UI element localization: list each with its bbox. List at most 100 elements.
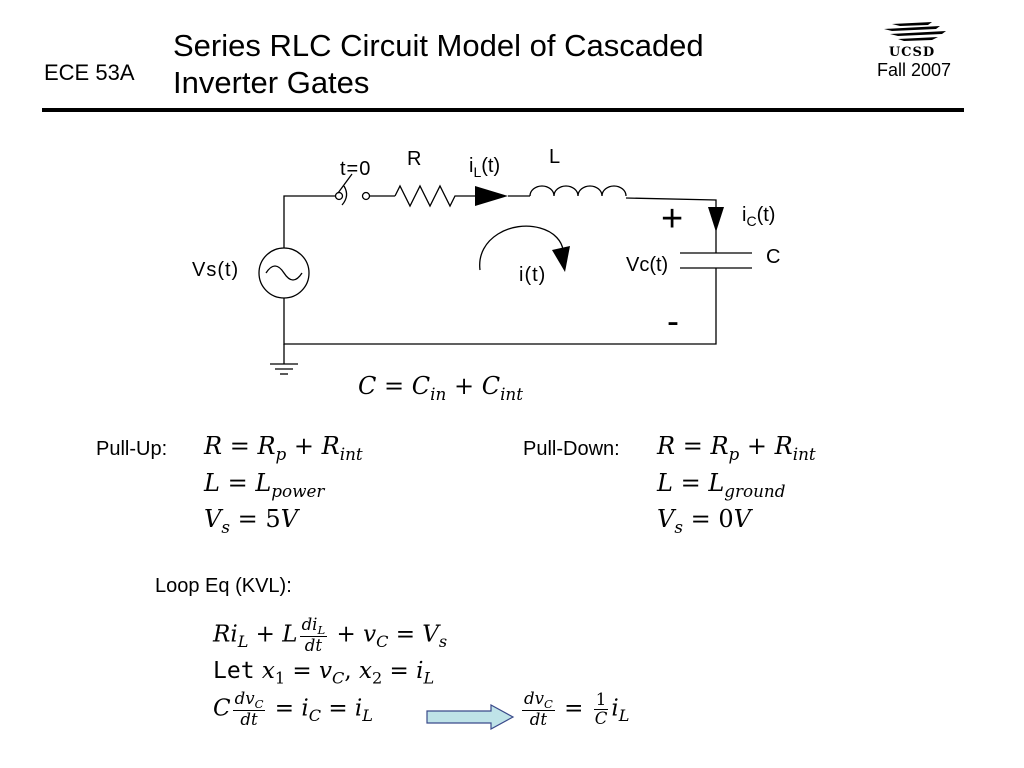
wire-left-bottom bbox=[283, 268, 717, 345]
loop-current-arc bbox=[479, 225, 564, 271]
eq-symbol: C bbox=[481, 372, 501, 400]
eq-subscript: 1 bbox=[274, 668, 286, 688]
eq-subscript: C bbox=[543, 697, 553, 712]
eq-symbol: x bbox=[358, 658, 372, 684]
eq-subscript: C bbox=[332, 668, 345, 688]
eq-subscript: L bbox=[237, 631, 249, 651]
pullup-l-equation: L = Lpower bbox=[204, 469, 325, 501]
switch-contact-left bbox=[334, 191, 344, 201]
voltage-source-symbol bbox=[258, 247, 310, 299]
inductor-current-sub: L bbox=[473, 163, 482, 180]
eq-subscript: int bbox=[339, 443, 363, 464]
eq-symbol: v bbox=[319, 658, 332, 684]
eq-symbol: i bbox=[301, 695, 309, 722]
eq-subscript: s bbox=[674, 516, 683, 537]
term-label: Fall 2007 bbox=[877, 60, 952, 80]
cap-current-arrow bbox=[708, 207, 724, 232]
eq-symbol: R bbox=[213, 621, 231, 648]
wire-inductor-cap bbox=[625, 197, 717, 253]
cap-voltage-label: Vc(t) bbox=[626, 254, 669, 276]
eq-subscript: L bbox=[618, 705, 630, 725]
frac-numerator: dv bbox=[524, 689, 544, 708]
eq-subscript: L bbox=[423, 668, 435, 688]
eq-subscript: in bbox=[430, 383, 447, 404]
frac-denominator: dt bbox=[529, 710, 548, 730]
eq-subscript: L bbox=[317, 623, 326, 638]
pulldown-l-equation: L = Lground bbox=[657, 469, 786, 501]
eq-symbol: i bbox=[230, 621, 238, 648]
eq-subscript: C bbox=[308, 705, 322, 725]
cap-current-sub: C bbox=[746, 212, 757, 229]
frac-denominator: C bbox=[594, 708, 608, 728]
capacitance-equation: C = Cin + Cint bbox=[358, 372, 523, 404]
eq-symbol: C bbox=[358, 372, 377, 400]
eq-subscript: p bbox=[728, 443, 740, 464]
implies-arrow bbox=[426, 704, 515, 730]
eq-number: 0 bbox=[718, 505, 734, 533]
pulldown-label: Pull-Down: bbox=[523, 438, 620, 460]
ucsd-logo-text: UCSD bbox=[889, 45, 935, 60]
pullup-vs-equation: Vs = 5V bbox=[204, 505, 298, 537]
switch-blade bbox=[337, 173, 353, 194]
eq-symbol: V bbox=[204, 505, 222, 533]
plus-sign: + bbox=[661, 198, 684, 240]
eq-subscript: int bbox=[792, 443, 816, 464]
course-code: ECE 53A bbox=[44, 60, 135, 85]
pullup-label: Pull-Up: bbox=[96, 438, 168, 460]
slide-title: Series RLC Circuit Model of Cascaded Inv… bbox=[173, 27, 813, 101]
eq-symbol: i bbox=[354, 695, 363, 722]
loop-current-arrowhead bbox=[552, 246, 570, 272]
eq-symbol: V bbox=[422, 621, 439, 648]
inductor-current-i: i bbox=[469, 155, 474, 177]
switch-contact-right bbox=[361, 191, 371, 201]
eq-symbol: L bbox=[282, 621, 298, 648]
inductor-label: L bbox=[549, 146, 561, 168]
frac-numerator: di bbox=[301, 615, 318, 634]
frac-denominator: dt bbox=[240, 710, 258, 730]
implies-arrow-shape bbox=[426, 704, 515, 730]
eq-symbol: L bbox=[708, 469, 725, 497]
inductor-current-arg: (t) bbox=[481, 155, 501, 177]
inductor-current-arrow bbox=[475, 186, 508, 206]
inductor-symbol bbox=[529, 185, 627, 197]
resistor-label: R bbox=[407, 148, 422, 170]
source-label: Vs(t) bbox=[192, 259, 240, 281]
eq-symbol: R bbox=[204, 432, 223, 460]
eq-subscript: L bbox=[362, 705, 373, 725]
eq-symbol: R bbox=[321, 432, 340, 460]
eq-symbol: L bbox=[255, 469, 272, 497]
pulldown-vs-equation: Vs = 0V bbox=[657, 505, 751, 537]
header-rule bbox=[42, 108, 964, 112]
slide-title-line2: Inverter Gates bbox=[173, 65, 370, 100]
eq-subscript: s bbox=[438, 631, 448, 651]
eq-subscript: 2 bbox=[371, 668, 383, 688]
eq-subscript: s bbox=[221, 516, 230, 537]
let-equation: Let x1 = vC, x2 = iL bbox=[213, 658, 435, 688]
switch-label: t=0 bbox=[340, 158, 372, 180]
frac-numerator: dv bbox=[234, 689, 255, 708]
switch-arc bbox=[341, 185, 348, 206]
eq-symbol: R bbox=[257, 432, 276, 460]
frac-numerator: 1 bbox=[593, 690, 609, 710]
loop-current-label: i(t) bbox=[519, 264, 547, 286]
eq-subscript: C bbox=[254, 697, 264, 712]
eq-symbol: R bbox=[774, 432, 793, 460]
eq-symbol: L bbox=[657, 469, 673, 497]
minus-sign: - bbox=[667, 300, 679, 341]
eq-subscript: ground bbox=[724, 480, 786, 501]
eq-symbol: L bbox=[204, 469, 220, 497]
eq-subscript: power bbox=[271, 480, 325, 501]
eq-number: 5 bbox=[265, 505, 281, 533]
eq-symbol: V bbox=[657, 505, 675, 533]
eq-symbol: x bbox=[261, 658, 275, 684]
eq-symbol: V bbox=[733, 505, 751, 533]
eq-subscript: int bbox=[500, 383, 523, 404]
